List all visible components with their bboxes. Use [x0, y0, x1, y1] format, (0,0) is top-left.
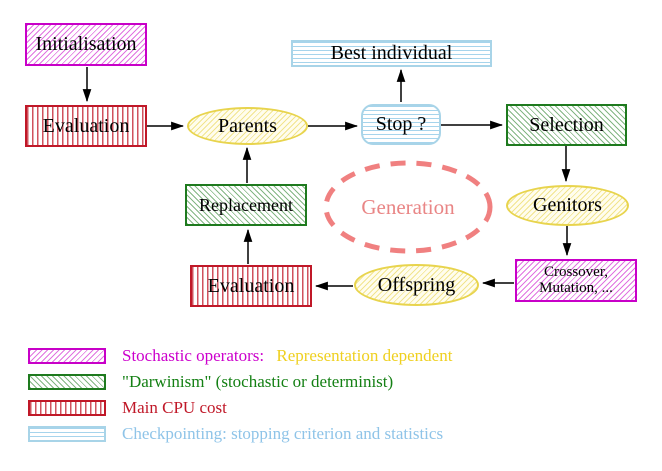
node-evaluation-top: Evaluation	[25, 105, 147, 147]
node-selection-label: Selection	[529, 113, 604, 136]
node-stop-label: Stop ?	[375, 113, 427, 135]
node-offspring: Offspring	[354, 264, 479, 306]
node-best-individual-label: Best individual	[330, 42, 453, 64]
node-parents: Parents	[187, 107, 308, 145]
legend-row-stochastic: Stochastic operators: Representation dep…	[28, 345, 452, 367]
node-genitors-label: Genitors	[533, 194, 602, 216]
node-stop: Stop ?	[361, 104, 441, 145]
legend-swatch-magenta-hatch	[28, 348, 106, 364]
legend-checkpointing-text: Checkpointing: stopping criterion and st…	[122, 424, 444, 443]
generation-cycle-label: Generation	[326, 163, 490, 252]
node-replacement: Replacement	[185, 184, 307, 226]
legend-darwinism-text: "Darwinism" (stochastic or determinist)	[122, 372, 394, 391]
legend-row-cpu: Main CPU cost	[28, 397, 227, 419]
node-initialisation: Initialisation	[25, 23, 147, 66]
node-replacement-label: Replacement	[199, 194, 293, 215]
legend-swatch-red-stripes	[28, 400, 106, 416]
node-parents-label: Parents	[218, 114, 277, 137]
legend-stochastic-text: Stochastic operators:	[122, 346, 265, 365]
node-initialisation-label: Initialisation	[35, 33, 137, 55]
node-evaluation-bottom-label: Evaluation	[207, 274, 295, 297]
legend-label-stochastic: Stochastic operators: Representation dep…	[122, 346, 452, 366]
node-genitors: Genitors	[506, 185, 629, 226]
node-offspring-label: Offspring	[377, 273, 456, 296]
node-evaluation-top-label: Evaluation	[42, 114, 130, 137]
legend-swatch-cyan-stripes	[28, 426, 106, 442]
legend-swatch-green-hatch	[28, 374, 106, 390]
node-best-individual: Best individual	[291, 40, 492, 67]
legend-row-darwinism: "Darwinism" (stochastic or determinist)	[28, 371, 393, 393]
node-crossover-mutation: Crossover, Mutation, ...	[515, 259, 637, 302]
legend-row-checkpointing: Checkpointing: stopping criterion and st…	[28, 423, 443, 445]
legend-cpu-text: Main CPU cost	[122, 398, 227, 417]
node-crossover-line2: Mutation, ...	[539, 279, 613, 296]
generation-text: Generation	[361, 195, 455, 219]
node-crossover-line1: Crossover,	[544, 263, 608, 280]
legend-representation-text: Representation dependent	[276, 346, 453, 365]
node-evaluation-bottom: Evaluation	[190, 265, 312, 307]
node-selection: Selection	[506, 104, 627, 146]
